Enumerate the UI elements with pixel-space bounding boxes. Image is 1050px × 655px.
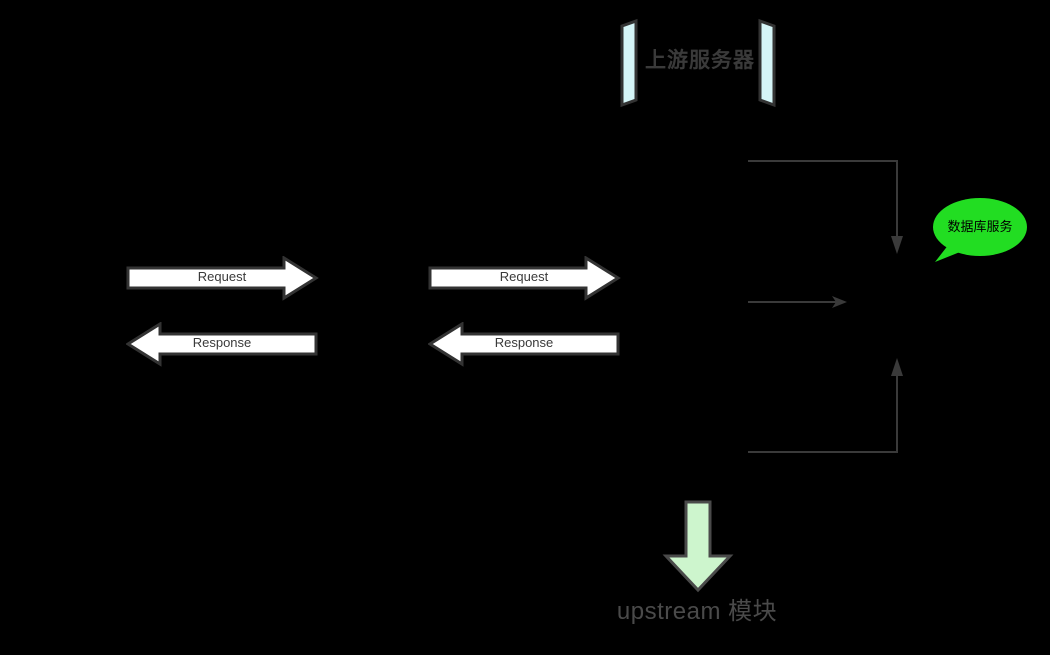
upstream-server-title: 上游服务器 [645,49,755,72]
upstream-module-caption: upstream 模块 [616,598,778,625]
request-label-flow-2: Request [499,269,549,284]
upstream-db-connectors [748,160,903,453]
request-label-flow-1: Request [197,269,247,284]
upstream-server-brackets [620,18,776,108]
request-arrow-flow-1 [126,256,319,301]
upstream-module-down-arrow [662,500,734,593]
response-label-flow-2: Response [494,335,554,350]
database-service-bubble [933,198,1027,262]
response-arrow-flow-2 [428,322,620,367]
request-arrow-flow-2 [428,256,621,301]
response-arrow-flow-1 [126,322,318,367]
response-label-flow-1: Response [192,335,252,350]
connector-middle-arrow [748,296,847,308]
upstream-bracket-left-icon [620,18,638,108]
upstream-bracket-right-icon [758,18,776,108]
connector-bottom-elbow [748,358,903,453]
connector-top-elbow [748,160,903,254]
database-service-label: 数据库服务 [947,219,1013,234]
